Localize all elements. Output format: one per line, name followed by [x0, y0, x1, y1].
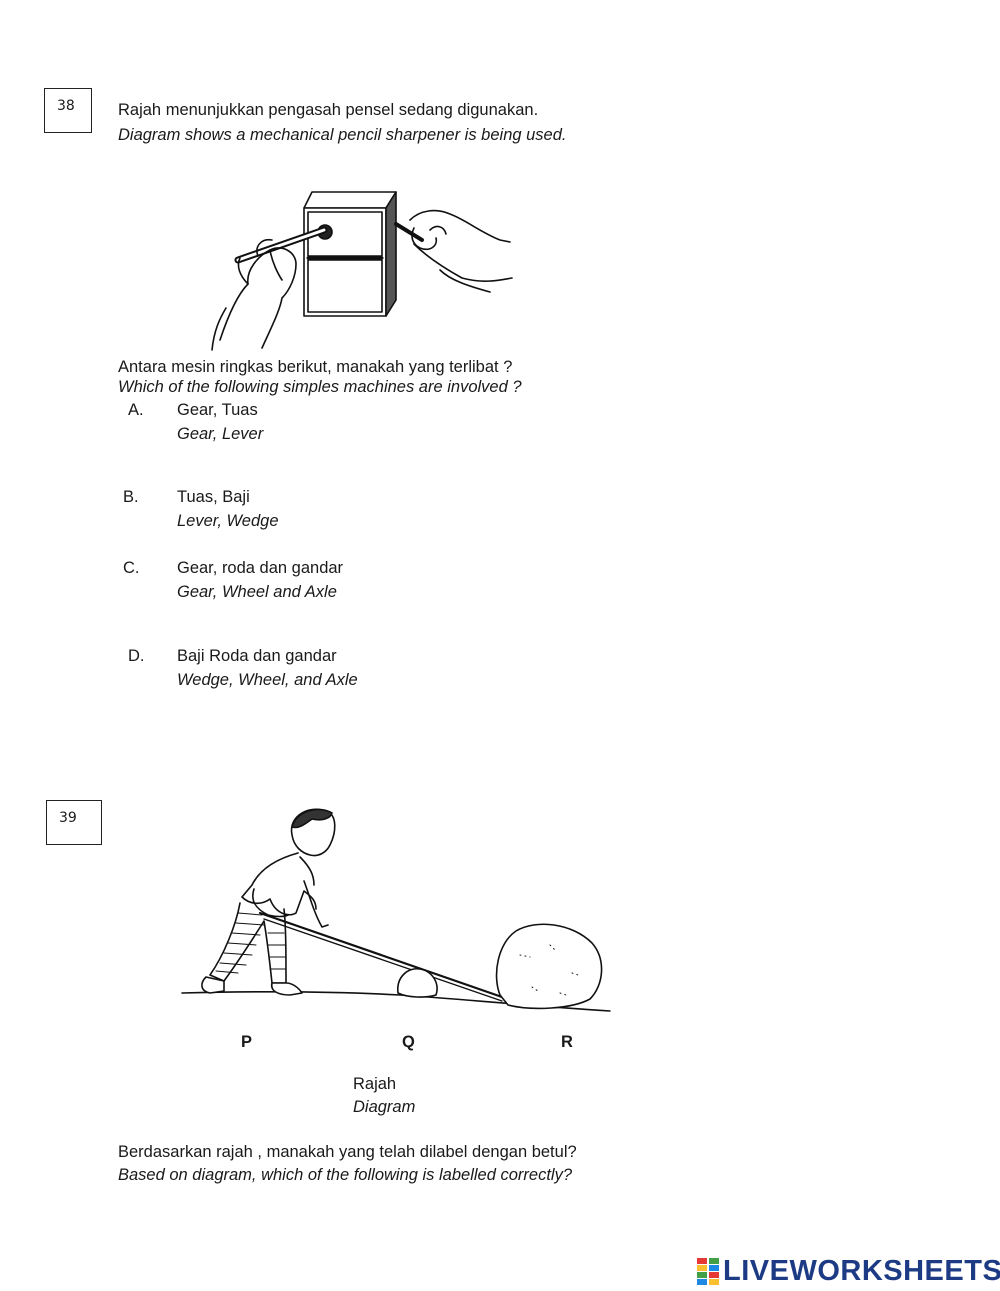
q39-caption-en: Diagram — [353, 1098, 416, 1116]
option-c-en[interactable]: Gear, Wheel and Axle — [177, 583, 337, 601]
option-c-letter: C. — [123, 559, 140, 577]
option-d-letter: D. — [128, 647, 145, 665]
question-number-38: 38 — [57, 98, 75, 114]
logo-text: LIVEWORKSHEETS — [723, 1255, 1000, 1287]
label-q: Q — [402, 1033, 415, 1051]
option-d-en[interactable]: Wedge, Wheel, and Axle — [177, 671, 358, 689]
option-a-ms[interactable]: Gear, Tuas — [177, 401, 258, 419]
label-p: P — [241, 1033, 253, 1051]
lever-illustration — [181, 808, 611, 1012]
option-d-ms[interactable]: Baji Roda dan gandar — [177, 647, 337, 665]
option-c-ms[interactable]: Gear, roda dan gandar — [177, 559, 344, 577]
q38-stem-ms: Rajah menunjukkan pengasah pensel sedang… — [118, 101, 539, 119]
q39-caption-ms: Rajah — [353, 1075, 397, 1093]
q39-question-ms: Berdasarkan rajah , manakah yang telah d… — [118, 1143, 577, 1161]
option-b-en[interactable]: Lever, Wedge — [177, 512, 279, 530]
label-r: R — [561, 1033, 573, 1051]
q39-question-en: Based on diagram, which of the following… — [118, 1166, 572, 1184]
q38-question-en: Which of the following simples machines … — [118, 378, 522, 396]
option-b-ms[interactable]: Tuas, Baji — [177, 488, 250, 506]
question-number-box-38: 38 — [44, 88, 92, 133]
question-number-box-39: 39 — [46, 800, 102, 845]
q38-question-ms: Antara mesin ringkas berikut, manakah ya… — [118, 358, 513, 376]
liveworksheets-logo: LIVEWORKSHEETS — [697, 1255, 1000, 1288]
option-a-en[interactable]: Gear, Lever — [177, 425, 264, 443]
question-number-39: 39 — [59, 810, 77, 826]
logo-mark-icon — [697, 1257, 719, 1285]
option-b-letter: B. — [123, 488, 139, 506]
option-a-letter: A. — [128, 401, 144, 419]
pencil-sharpener-illustration — [211, 191, 513, 351]
q38-stem-en: Diagram shows a mechanical pencil sharpe… — [118, 126, 567, 144]
